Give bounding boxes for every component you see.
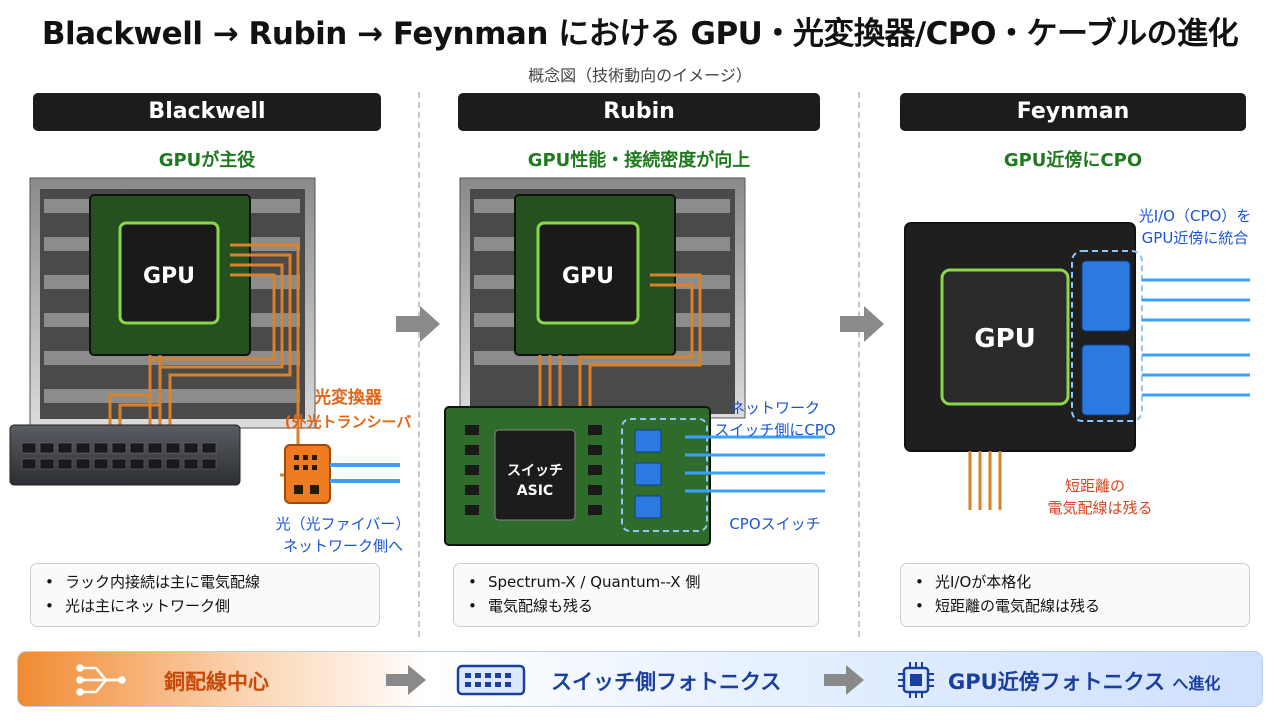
stage-copper-label: 銅配線中心 <box>164 670 269 694</box>
stage-switch-photonics-label: スイッチ側フォトニクス <box>551 670 782 694</box>
blackwell-subtitle: GPUが主役 <box>158 150 256 171</box>
chip-icon <box>898 662 934 698</box>
rubin-notes: Spectrum-X / Quantum--X 側 電気配線も残る <box>453 563 819 627</box>
feynman-illustration: GPU <box>904 222 1250 510</box>
bottom-arrow-1 <box>386 665 426 695</box>
rubin-illustration: GPU スイッチ ASIC <box>444 177 825 546</box>
blackwell-callout-title: 光変換器 <box>314 388 382 408</box>
feynman-header: Feynman <box>900 93 1246 131</box>
network-switch <box>9 424 241 486</box>
optical-fibers <box>685 435 825 493</box>
rubin-subtitle: GPU性能・接続密度が向上 <box>527 150 751 171</box>
gpu-board: GPU <box>89 194 251 356</box>
blackwell-gpu-label: GPU <box>143 264 195 289</box>
note-item: Spectrum-X / Quantum--X 側 <box>468 570 804 594</box>
rubin-callout-bottom: CPOスイッチ <box>729 515 821 533</box>
column-divider-1 <box>418 92 420 637</box>
note-item: ラック内接続は主に電気配線 <box>45 570 365 594</box>
note-item: 光は主にネットワーク側 <box>45 594 365 618</box>
page-subtitle: 概念図（技術動向のイメージ） <box>528 66 752 85</box>
copper-cables <box>108 243 300 477</box>
rubin-asic-line1: スイッチ <box>507 463 563 479</box>
rubin-callout-top-2: スイッチ側にCPO <box>714 421 836 439</box>
copper-cables <box>538 273 702 407</box>
blackwell-callout-bottom-1: 光（光ファイバー） <box>275 515 411 533</box>
gpu-package: GPU <box>904 222 1143 452</box>
circuit-icon <box>76 664 126 696</box>
cpo-switch-board: スイッチ ASIC <box>444 406 711 546</box>
bottom-arrow-2 <box>824 665 864 695</box>
stage-gpu-photonics-main: GPU近傍フォトニクス <box>948 670 1166 694</box>
feynman-callout-top-1: 光I/O（CPO）を <box>1138 207 1252 225</box>
switch-icon <box>456 664 526 696</box>
blackwell-illustration: GPU <box>9 177 400 504</box>
feynman-callout-mid-2: 電気配線は残る <box>1047 499 1153 517</box>
copper-cables <box>968 451 1002 510</box>
stage-arrow-2 <box>840 306 884 342</box>
note-item: 短距離の電気配線は残る <box>915 594 1235 618</box>
blackwell-callout-sub: (外光トランシーバ <box>284 413 412 431</box>
feynman-notes: 光I/Oが本格化 短距離の電気配線は残る <box>900 563 1250 627</box>
stage-gpu-photonics-label: GPU近傍フォトニクス へ進化 <box>948 666 1220 696</box>
rubin-asic-line2: ASIC <box>517 483 553 499</box>
note-item: 電気配線も残る <box>468 594 804 618</box>
optical-fibers <box>1142 278 1250 397</box>
note-item: 光I/Oが本格化 <box>915 570 1235 594</box>
feynman-callout-top-2: GPU近傍に統合 <box>1141 229 1249 247</box>
blackwell-callout-bottom-2: ネットワーク側へ <box>282 537 403 555</box>
blackwell-header: Blackwell <box>33 93 381 131</box>
stage-gpu-photonics-suffix: へ進化 <box>1172 674 1221 693</box>
rubin-callout-top-1: ネットワーク <box>729 399 820 417</box>
gpu-board: GPU <box>514 194 676 356</box>
feynman-subtitle: GPU近傍にCPO <box>1003 150 1143 171</box>
feynman-callout-mid-1: 短距離の <box>1064 477 1125 495</box>
optical-fibers <box>330 463 400 483</box>
page-title: Blackwell → Rubin → Feynman における GPU・光変換… <box>41 16 1239 52</box>
feynman-gpu-label: GPU <box>974 324 1036 354</box>
column-divider-2 <box>858 92 860 637</box>
rubin-header: Rubin <box>458 93 820 131</box>
blackwell-notes: ラック内接続は主に電気配線 光は主にネットワーク側 <box>30 563 380 627</box>
stage-arrow-1 <box>396 306 440 342</box>
optical-transceiver <box>284 444 331 504</box>
rubin-gpu-label: GPU <box>562 264 614 289</box>
evolution-bar <box>17 651 1263 707</box>
